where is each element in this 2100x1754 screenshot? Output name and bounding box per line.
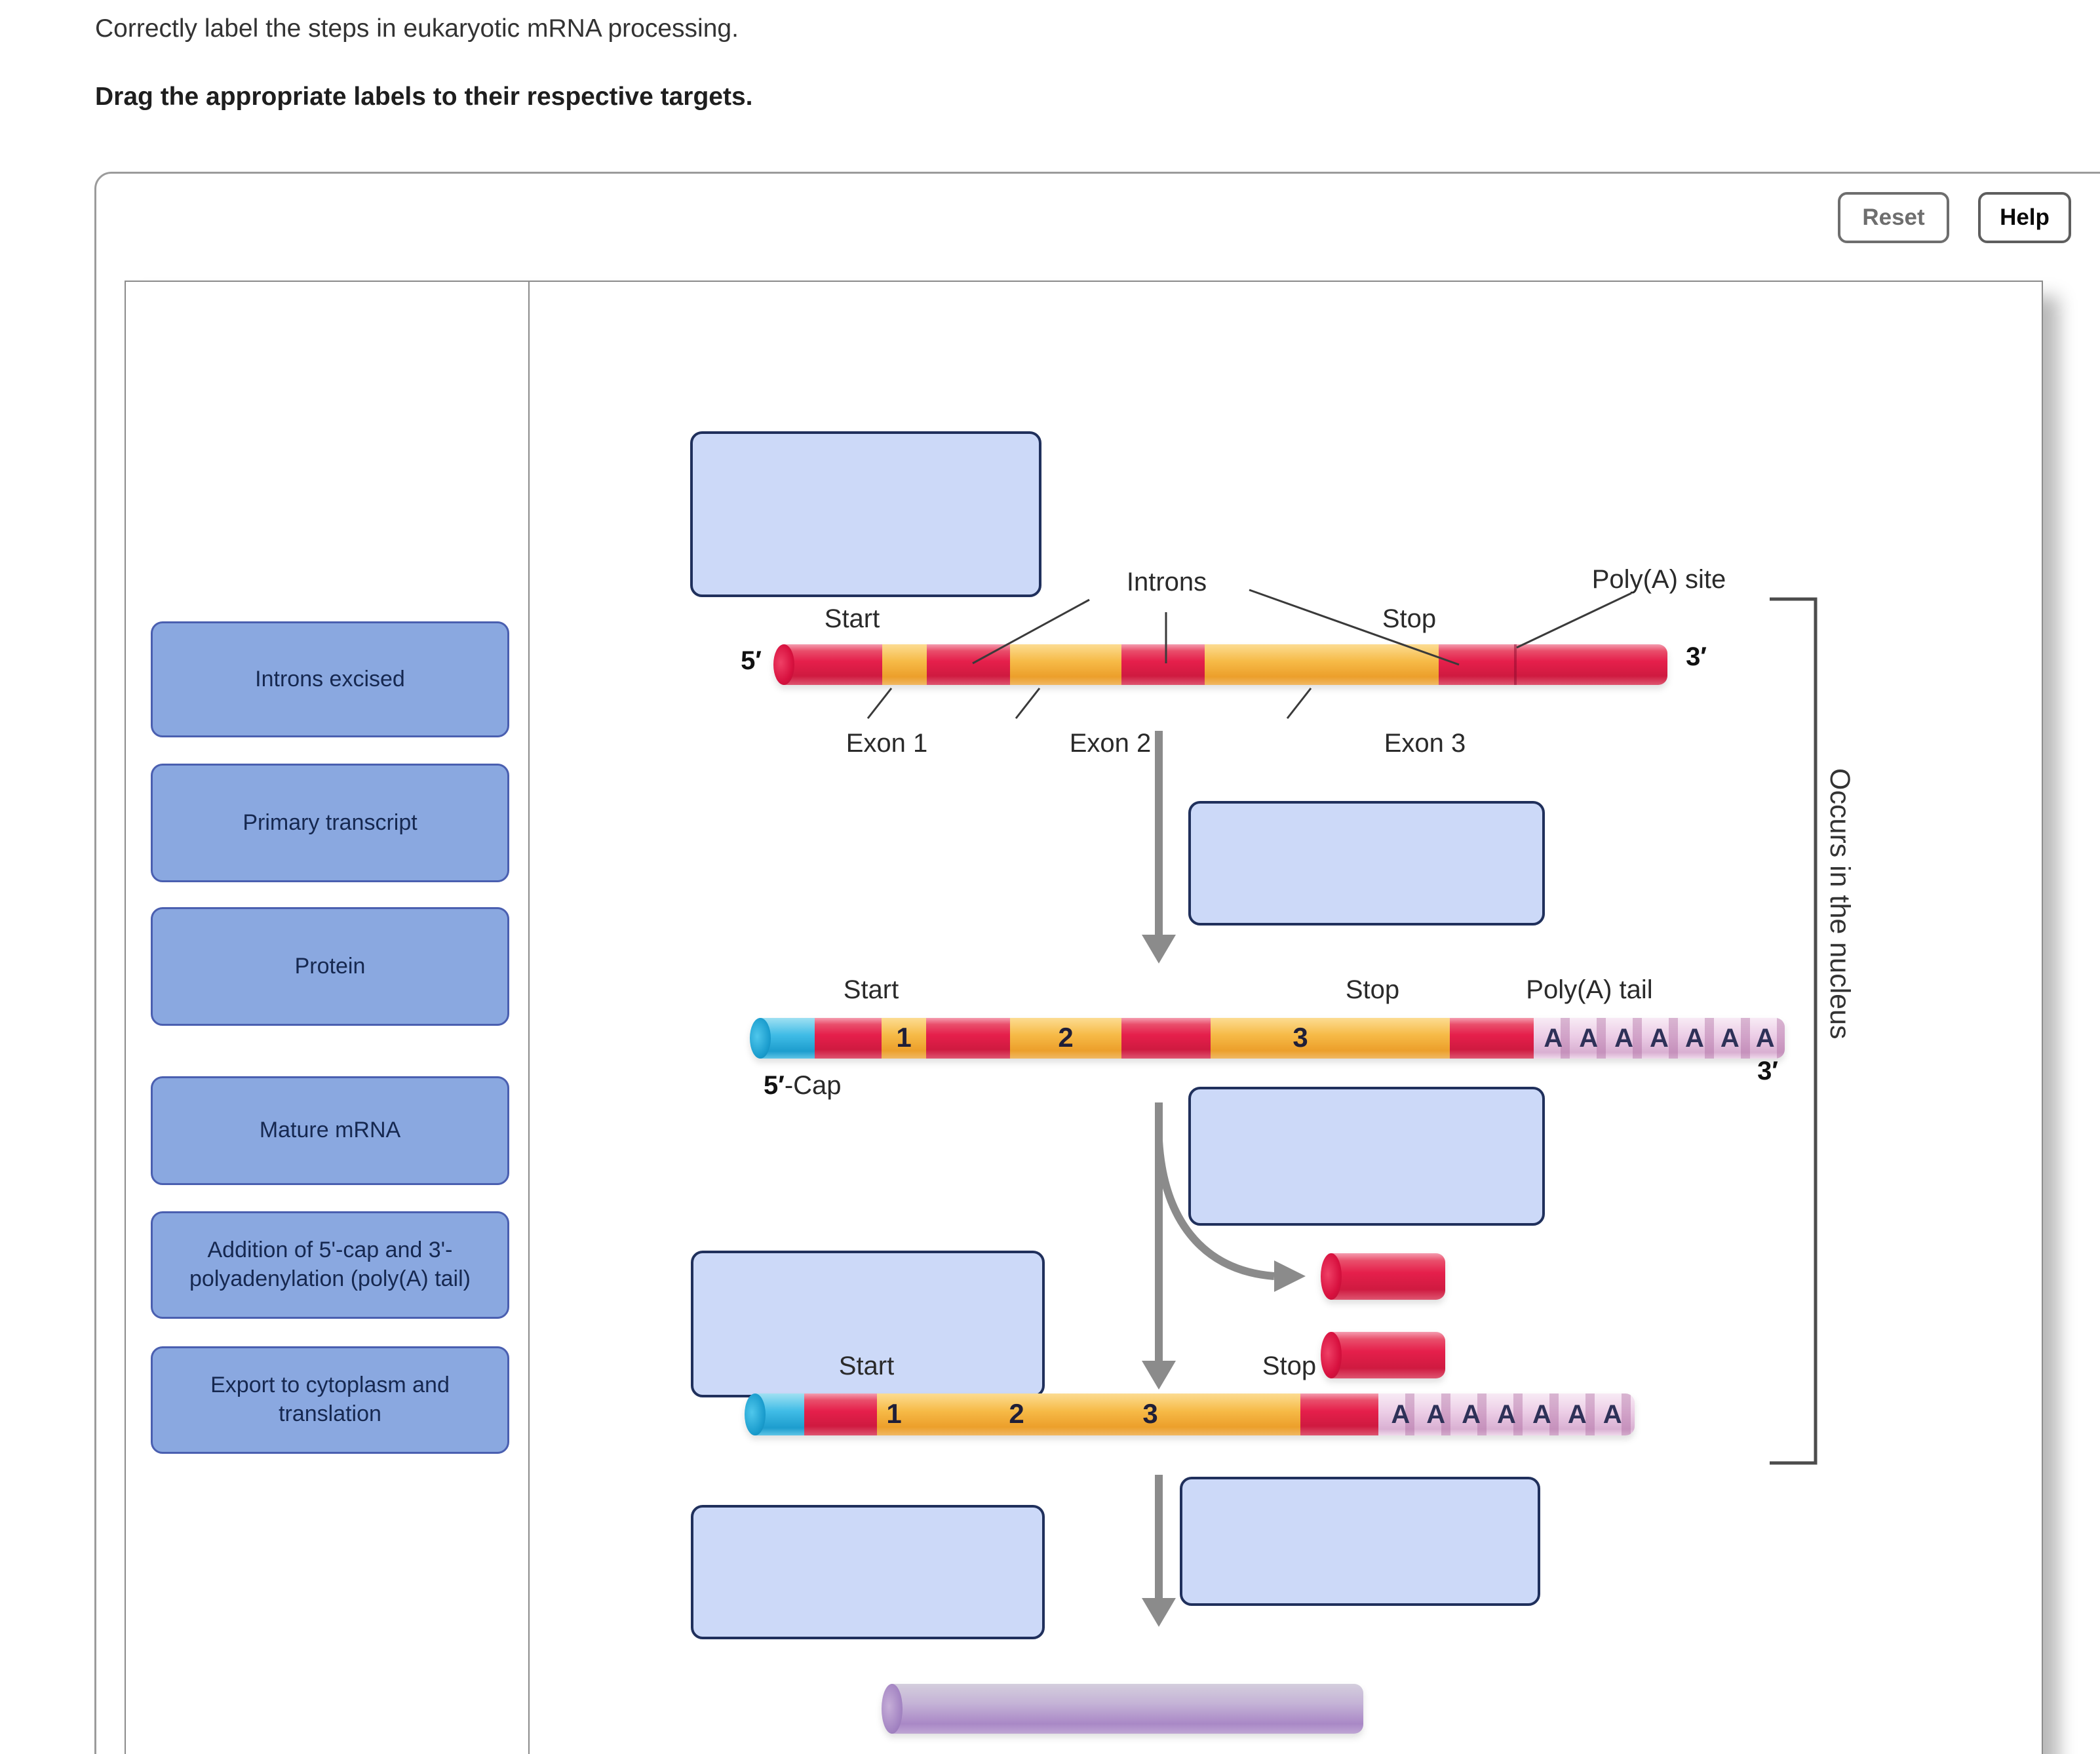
capped-mrna-cylinder: AAAAAAA 1 2 3 bbox=[750, 1018, 1785, 1059]
utr3-segment bbox=[1450, 1018, 1534, 1059]
reset-button[interactable]: Reset bbox=[1838, 192, 1949, 243]
exon3-segment bbox=[1205, 644, 1439, 685]
exon2-segment bbox=[1010, 1018, 1121, 1059]
intron2-segment bbox=[1121, 1018, 1211, 1059]
drag-label-addition-cap-polya[interactable]: Addition of 5'-cap and 3'-polyadenylatio… bbox=[151, 1211, 509, 1319]
drag-label-primary-transcript[interactable]: Primary transcript bbox=[151, 764, 509, 882]
three-prime-label-capped: 3′ bbox=[1757, 1057, 1778, 1085]
polya-tail-label: Poly(A) tail bbox=[1526, 975, 1653, 1004]
drop-target-splicing[interactable] bbox=[1188, 1087, 1545, 1226]
three-prime-label: 3′ bbox=[1686, 642, 1707, 671]
intron-segment bbox=[1331, 1253, 1445, 1300]
polya-tail-segment: AAAAAAA bbox=[1534, 1018, 1785, 1059]
five-prime-endcap bbox=[773, 644, 794, 685]
start-label-mature: Start bbox=[838, 1352, 895, 1380]
intron-segment bbox=[1331, 1332, 1445, 1378]
utr-segment bbox=[783, 644, 882, 685]
drop-target-mature-mrna[interactable] bbox=[691, 1505, 1045, 1639]
introns-label: Introns bbox=[1126, 568, 1207, 596]
start-label-capped: Start bbox=[843, 975, 899, 1004]
exon-number-2: 2 bbox=[1058, 1022, 1074, 1053]
five-prime-cap-endcap bbox=[750, 1018, 771, 1059]
polya-letters: AAAAAAA bbox=[1544, 1023, 1791, 1053]
exon-number-1: 1 bbox=[886, 1398, 902, 1430]
polya-tail-segment: AAAAAAA bbox=[1378, 1393, 1635, 1435]
intron-endcap bbox=[1321, 1332, 1342, 1378]
intron2-segment bbox=[1121, 644, 1205, 685]
exon2-label: Exon 2 bbox=[1069, 729, 1152, 758]
protein-segment bbox=[891, 1684, 1363, 1734]
exon3-segment bbox=[1211, 1018, 1450, 1059]
cap-suffix: -Cap bbox=[784, 1071, 842, 1100]
excised-intron-1 bbox=[1321, 1253, 1445, 1300]
exon1-segment bbox=[882, 1018, 926, 1059]
help-button[interactable]: Help bbox=[1978, 192, 2071, 243]
polya-site-mark bbox=[1514, 644, 1517, 685]
exon-number-1: 1 bbox=[896, 1022, 912, 1053]
exon-number-3: 3 bbox=[1142, 1398, 1158, 1430]
mature-mrna-cylinder: AAAAAAA 1 2 3 bbox=[745, 1393, 1635, 1435]
pre-mrna-cylinder bbox=[773, 644, 1667, 685]
occurs-in-nucleus-note: Occurs in the nucleus bbox=[1824, 768, 1856, 1040]
utr3-segment bbox=[1439, 644, 1667, 685]
exons-joined-segment bbox=[877, 1393, 1300, 1435]
five-prime-label: 5′ bbox=[741, 646, 762, 675]
exon3-label: Exon 3 bbox=[1384, 729, 1466, 758]
drag-label-mature-mrna[interactable]: Mature mRNA bbox=[151, 1076, 509, 1185]
intron1-segment bbox=[927, 644, 1010, 685]
drag-label-introns-excised[interactable]: Introns excised bbox=[151, 621, 509, 737]
utr-segment bbox=[815, 1018, 882, 1059]
intron-endcap bbox=[1321, 1253, 1342, 1300]
drop-target-introns-excised[interactable] bbox=[691, 1251, 1045, 1397]
drop-target-export[interactable] bbox=[1180, 1477, 1540, 1606]
label-column-divider bbox=[528, 281, 530, 1754]
start-label-premrna: Start bbox=[824, 604, 880, 633]
exon-number-2: 2 bbox=[1009, 1398, 1024, 1430]
page-instruction: Drag the appropriate labels to their res… bbox=[95, 83, 753, 111]
stop-label-premrna: Stop bbox=[1382, 604, 1437, 633]
intron1-segment bbox=[926, 1018, 1010, 1059]
drag-label-protein[interactable]: Protein bbox=[151, 907, 509, 1026]
drop-target-cap-polya[interactable] bbox=[1188, 801, 1545, 926]
utr-segment bbox=[804, 1393, 877, 1435]
protein-endcap bbox=[882, 1684, 903, 1734]
drop-target-primary-transcript[interactable] bbox=[690, 431, 1041, 597]
exon-number-3: 3 bbox=[1293, 1022, 1308, 1053]
cap-prefix: 5′ bbox=[764, 1071, 785, 1100]
drag-label-export-translation[interactable]: Export to cytoplasm and translation bbox=[151, 1346, 509, 1454]
polya-letters: AAAAAAA bbox=[1391, 1399, 1639, 1429]
stop-label-capped: Stop bbox=[1345, 975, 1400, 1004]
page-title: Correctly label the steps in eukaryotic … bbox=[95, 14, 739, 43]
exon1-label: Exon 1 bbox=[846, 729, 928, 758]
excised-intron-2 bbox=[1321, 1332, 1445, 1378]
exon1-segment bbox=[882, 644, 927, 685]
stop-label-mature: Stop bbox=[1262, 1352, 1317, 1380]
exon2-segment bbox=[1010, 644, 1121, 685]
five-prime-cap-label: 5′-Cap bbox=[764, 1071, 842, 1101]
protein-cylinder bbox=[882, 1684, 1363, 1734]
polya-site-label: Poly(A) site bbox=[1591, 565, 1726, 594]
utr3-segment bbox=[1300, 1393, 1378, 1435]
five-prime-cap-endcap bbox=[745, 1393, 766, 1435]
